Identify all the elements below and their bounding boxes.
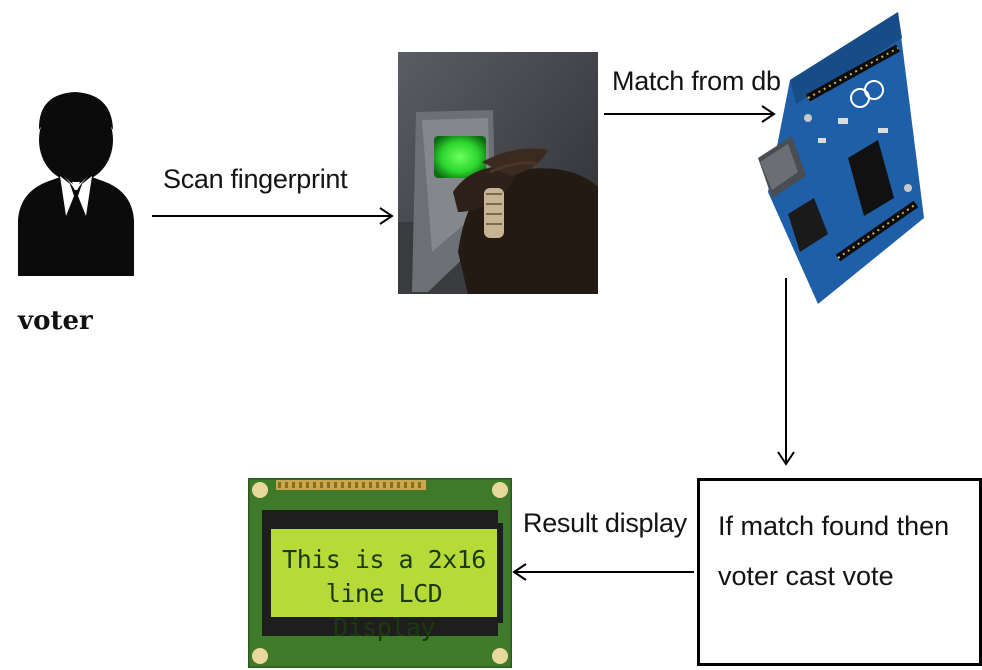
fingerprint-scanner-image [398, 52, 598, 294]
edge-label-result: Result display [523, 508, 687, 538]
edge-label-scan: Scan fingerprint [163, 164, 348, 194]
arrow-scan [152, 207, 394, 225]
lcd-line-1: This is a 2x16 [282, 545, 486, 574]
arrow-result [512, 563, 694, 581]
edge-label-match: Match from db [612, 66, 781, 96]
decision-line-1: If match found then [718, 511, 950, 541]
lcd-screen: This is a 2x16 line LCD Display [265, 523, 503, 642]
arrow-down [777, 278, 795, 466]
arrow-match [604, 105, 776, 123]
voter-label: voter [18, 306, 93, 336]
lcd-line-2: line LCD Display [325, 579, 443, 642]
decision-box: If match found then voter cast vote [697, 478, 982, 666]
voter-icon [18, 92, 134, 276]
decision-line-2: voter cast vote [718, 561, 894, 591]
arduino-board-image [758, 12, 924, 304]
